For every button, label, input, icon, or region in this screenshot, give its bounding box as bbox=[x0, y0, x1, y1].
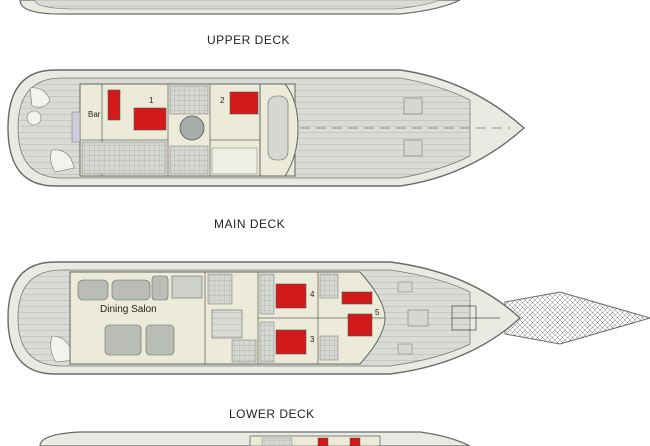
upper-deck-plan: Bar 1 2 bbox=[7, 69, 526, 187]
cabin-5-bed-lower bbox=[347, 313, 373, 337]
cabin-3-label: 3 bbox=[310, 335, 315, 344]
cabin-3-bed bbox=[275, 329, 307, 355]
cabin-1-label: 1 bbox=[149, 96, 154, 105]
cabin-4-bed bbox=[275, 283, 307, 309]
cabin-4-label: 4 bbox=[310, 290, 315, 299]
main-deck-plan: Dining Salon 4 3 5 bbox=[7, 261, 650, 375]
dining-salon-label: Dining Salon bbox=[100, 304, 157, 315]
upper-deck-title: UPPER DECK bbox=[207, 33, 291, 47]
cabin-5-bed-upper bbox=[341, 291, 373, 305]
top-partial-hull bbox=[19, 0, 461, 15]
lower-deck-plan bbox=[39, 431, 471, 446]
cabin-5-label: 5 bbox=[375, 308, 380, 317]
bar-label: Bar bbox=[88, 110, 101, 119]
bowsprit-net bbox=[504, 291, 650, 345]
cabin-2-bed bbox=[229, 91, 259, 115]
lower-deck-title: LOWER DECK bbox=[229, 407, 315, 421]
cabin-1-bed bbox=[133, 107, 167, 131]
bar-area-bench bbox=[107, 89, 121, 121]
cabin-2-label: 2 bbox=[220, 96, 225, 105]
main-deck-title: MAIN DECK bbox=[214, 217, 286, 231]
